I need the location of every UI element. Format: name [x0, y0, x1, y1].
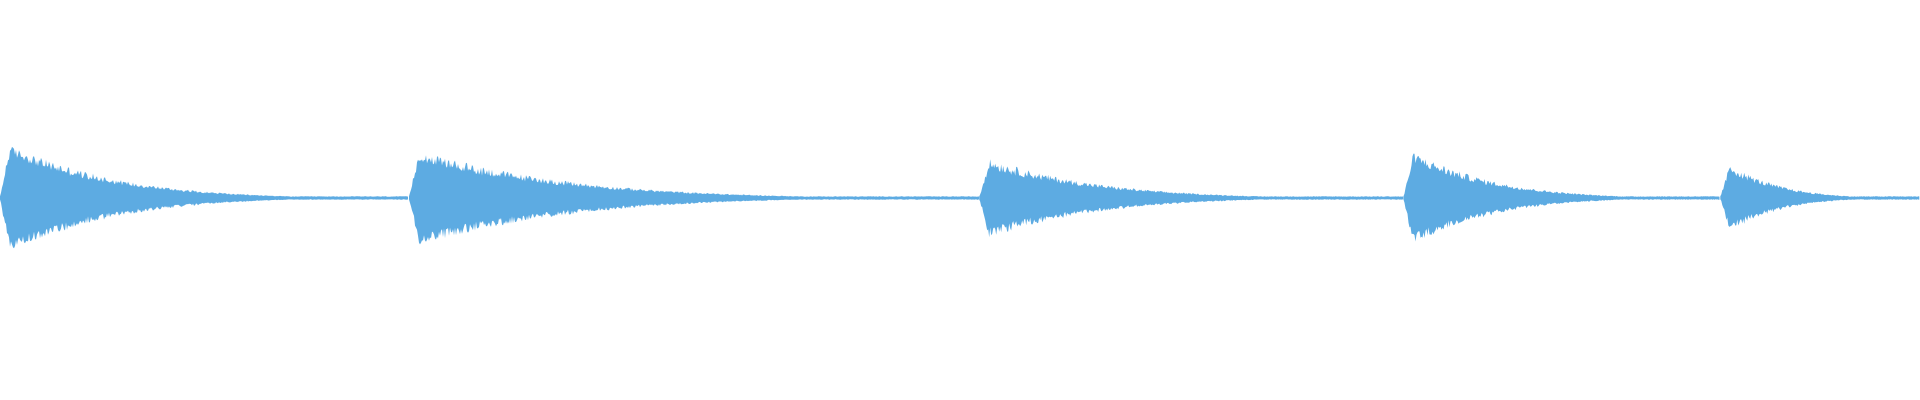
- waveform-note-burst: [0, 146, 408, 249]
- waveform-note-burst: [409, 155, 979, 245]
- waveform-bursts: [0, 146, 1920, 249]
- waveform-note-burst: [1403, 153, 1720, 242]
- waveform-note-burst: [1720, 167, 1920, 227]
- waveform-note-burst: [979, 159, 1404, 238]
